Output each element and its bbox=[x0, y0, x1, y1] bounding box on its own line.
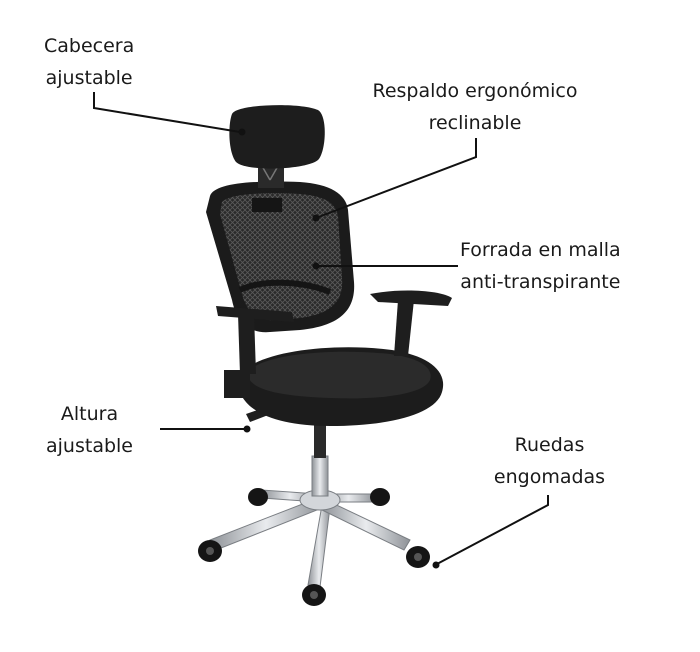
label-backrest-line1: Respaldo ergonómico bbox=[372, 80, 578, 102]
label-wheels-line2: engomadas bbox=[493, 466, 606, 488]
label-backrest: Respaldo ergonómico reclinable bbox=[360, 75, 590, 139]
leader-wheels-dot bbox=[432, 561, 440, 569]
label-wheels: Ruedas engomadas bbox=[487, 429, 612, 493]
chair-base bbox=[209, 489, 411, 588]
headrest bbox=[229, 105, 325, 169]
label-height-line2: ajustable bbox=[46, 435, 133, 457]
chair-wheels bbox=[198, 488, 430, 606]
label-backrest-line2: reclinable bbox=[428, 112, 522, 134]
label-height: Altura ajustable bbox=[46, 398, 133, 462]
gas-cylinder bbox=[311, 424, 329, 497]
leader-backrest-dot bbox=[312, 214, 320, 222]
label-headrest-line1: Cabecera bbox=[44, 35, 135, 57]
label-wheels-line1: Ruedas bbox=[514, 434, 585, 456]
label-mesh-line1: Forrada en malla bbox=[460, 239, 621, 261]
leader-headrest-dot bbox=[238, 128, 246, 136]
seat bbox=[237, 347, 444, 426]
leader-backrest bbox=[315, 138, 477, 219]
armrest-right bbox=[370, 290, 452, 356]
leader-mesh-dot bbox=[312, 262, 320, 270]
leader-lines bbox=[93, 92, 549, 569]
label-height-line1: Altura bbox=[60, 403, 119, 425]
leader-headrest bbox=[93, 92, 241, 133]
label-mesh-line2: anti-transpirante bbox=[460, 271, 621, 293]
label-headrest-line2: ajustable bbox=[45, 67, 133, 89]
leader-height-dot bbox=[243, 425, 251, 433]
armrest-left bbox=[216, 306, 294, 398]
leader-wheels bbox=[436, 495, 549, 565]
label-headrest: Cabecera ajustable bbox=[44, 30, 134, 94]
label-mesh: Forrada en malla anti-transpirante bbox=[460, 234, 621, 298]
